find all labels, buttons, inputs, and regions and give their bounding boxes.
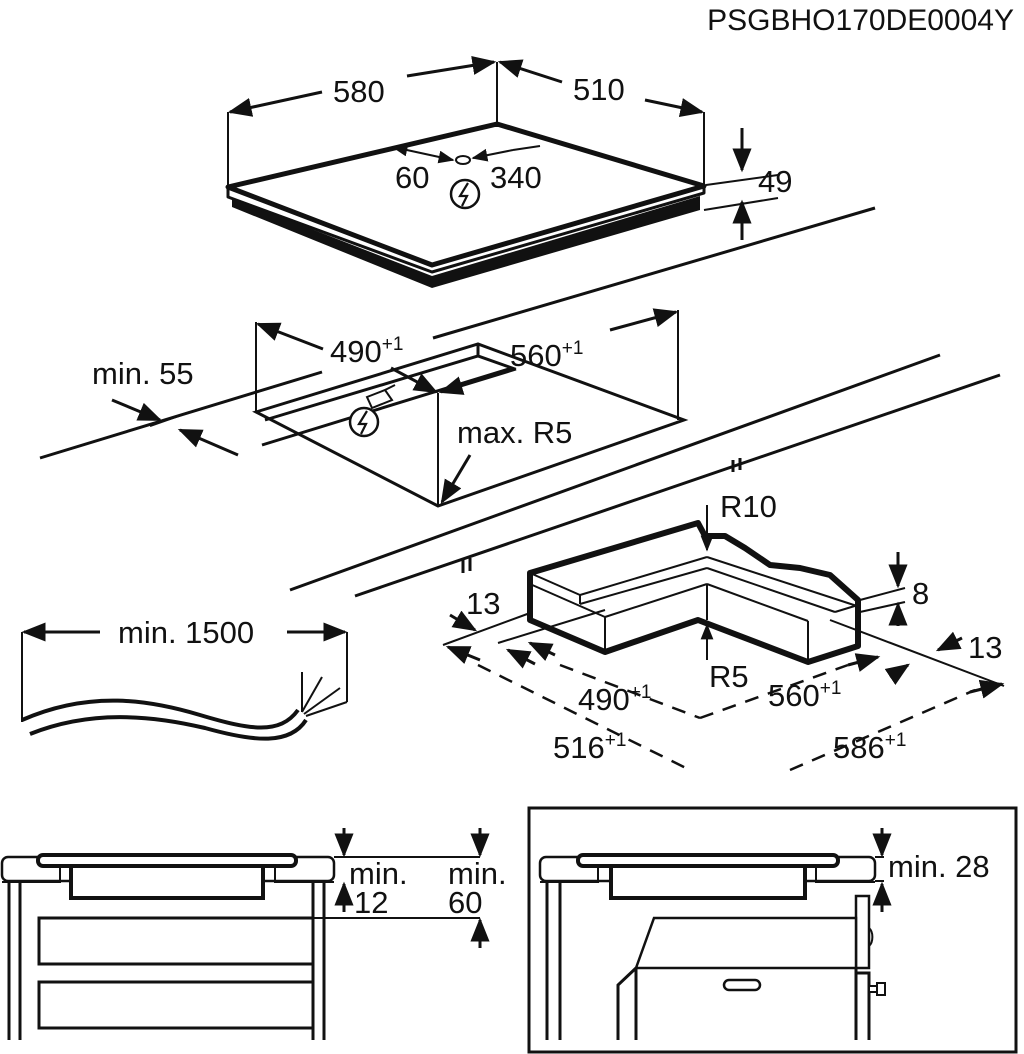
outer-width-label: 516+1 <box>553 730 626 765</box>
inner-depth-label: 560+1 <box>768 678 841 713</box>
connector-offset-right-label: 340 <box>490 160 542 195</box>
section-oven-drawing <box>527 806 1018 1054</box>
step-width-right-label: 13 <box>968 630 1002 665</box>
inner-width-label: 490+1 <box>578 682 651 717</box>
radius-top-label: R10 <box>720 489 777 524</box>
flush-cutout-drawing <box>442 505 1005 772</box>
section-drawer-drawing <box>0 828 490 1040</box>
hob-width-label: 580 <box>333 74 385 109</box>
worktop-cutout-drawing <box>39 206 1001 598</box>
outer-depth-label: 586+1 <box>833 730 906 765</box>
cable-length-label: min. 1500 <box>118 615 254 650</box>
clearance-min-label: min. <box>448 856 507 891</box>
step-depth-label: 8 <box>912 576 929 611</box>
oven-clearance-label: min. 28 <box>888 849 990 884</box>
gap-value-label: 12 <box>354 885 388 920</box>
cutout-width-label: 490+1 <box>330 334 403 369</box>
edge-clearance-label: min. 55 <box>92 356 194 391</box>
step-width-left-label: 13 <box>466 586 500 621</box>
hob-height-label: 49 <box>758 164 792 199</box>
cutout-depth-label: 560+1 <box>510 338 583 373</box>
power-cable-drawing <box>21 622 348 741</box>
hob-depth-label: 510 <box>573 72 625 107</box>
clearance-value-label: 60 <box>448 885 482 920</box>
radius-bottom-label: R5 <box>709 659 749 694</box>
corner-radius-label: max. R5 <box>457 415 572 450</box>
gap-min-label: min. <box>349 856 408 891</box>
electric-hazard-icon <box>449 178 481 210</box>
electric-hazard-icon <box>348 406 380 438</box>
document-code: PSGBHO170DE0004Y <box>707 4 1014 37</box>
connector-offset-left-label: 60 <box>395 160 429 195</box>
